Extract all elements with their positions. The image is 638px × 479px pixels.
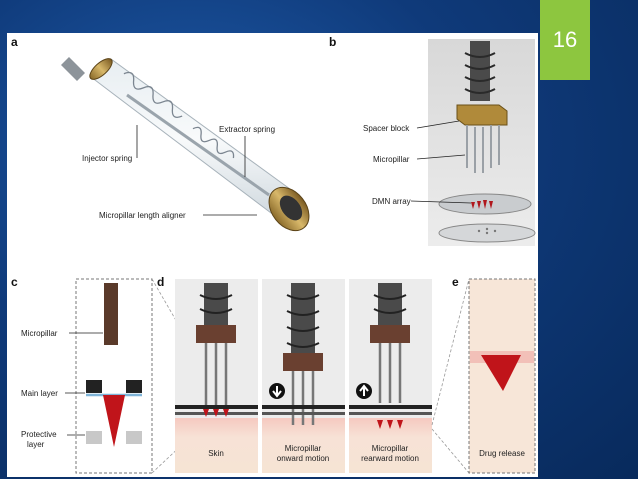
protective-right-block — [126, 431, 142, 444]
label-micropillar-c: Micropillar — [21, 329, 58, 338]
label-rearward-2: rearward motion — [361, 454, 419, 463]
label-onward-1: Micropillar — [285, 444, 322, 453]
panel-d-step-onward: Micropillar onward motion — [262, 279, 345, 473]
micropillar-c — [104, 283, 118, 345]
step1-block — [196, 325, 236, 343]
base-disc-holes — [477, 227, 497, 235]
device-rod — [61, 57, 85, 81]
micropillars-b — [466, 125, 500, 173]
label-micropillar-b: Micropillar — [373, 155, 410, 164]
figure: a Extractor spring Injector spring Micro… — [7, 33, 538, 477]
connector-e-bottom — [431, 428, 470, 474]
step2-main-layer — [262, 405, 345, 409]
device-bottom-opening — [279, 195, 303, 221]
label-protective-1: Protective — [21, 430, 57, 439]
spacer-block — [456, 104, 508, 126]
step1-screw — [204, 283, 228, 325]
label-spacer-block: Spacer block — [363, 124, 410, 133]
label-dmn-array: DMN array — [372, 197, 411, 206]
step3-block — [370, 325, 410, 343]
microneedle-c — [103, 395, 125, 447]
panel-e-letter: e — [452, 275, 459, 289]
label-onward-2: onward motion — [277, 454, 329, 463]
drug-release-needle — [481, 355, 521, 391]
step1-main-layer — [175, 405, 258, 409]
main-layer-right-block — [126, 380, 142, 393]
device-top-cap — [89, 58, 113, 80]
leader-spacer-block — [416, 120, 460, 129]
panel-b-letter: b — [329, 35, 336, 49]
step3-protective-layer — [349, 412, 432, 415]
injector-device — [61, 57, 310, 232]
figure-svg: a Extractor spring Injector spring Micro… — [11, 35, 536, 474]
panel-d-step-rearward: Micropillar rearward motion — [349, 279, 432, 473]
label-main-layer: Main layer — [21, 389, 58, 398]
dmn-array-needles — [471, 200, 493, 209]
label-injector-spring: Injector spring — [82, 154, 132, 163]
inner-rod — [126, 93, 270, 197]
label-protective-2: layer — [27, 440, 45, 449]
label-aligner: Micropillar length aligner — [99, 211, 186, 220]
panel-c-letter: c — [11, 275, 18, 289]
protective-left-block — [86, 431, 102, 444]
step2-block — [283, 353, 323, 371]
label-drug-release: Drug release — [479, 449, 525, 458]
label-rearward-1: Micropillar — [372, 444, 409, 453]
step2-protective-layer — [262, 412, 345, 415]
screw-thread — [464, 52, 496, 94]
panel-d-step-skin: Skin — [175, 279, 258, 473]
step3-main-layer — [349, 405, 432, 409]
step3-screw — [378, 283, 402, 325]
label-skin: Skin — [208, 449, 224, 458]
step1-skin — [175, 418, 258, 473]
slide-number: 16 — [540, 0, 590, 80]
leader-micropillar-b — [416, 154, 466, 160]
panel-a-letter: a — [11, 35, 18, 49]
main-layer-left-block — [86, 380, 102, 393]
step2-skin — [262, 418, 345, 473]
panel-d-letter: d — [157, 275, 164, 289]
step2-screw — [291, 283, 315, 353]
leader-dmn-array — [410, 200, 472, 204]
connector-e-top — [431, 278, 470, 426]
label-extractor-spring: Extractor spring — [219, 125, 275, 134]
device-tube — [90, 58, 302, 220]
injector-spring-coils — [123, 71, 235, 159]
